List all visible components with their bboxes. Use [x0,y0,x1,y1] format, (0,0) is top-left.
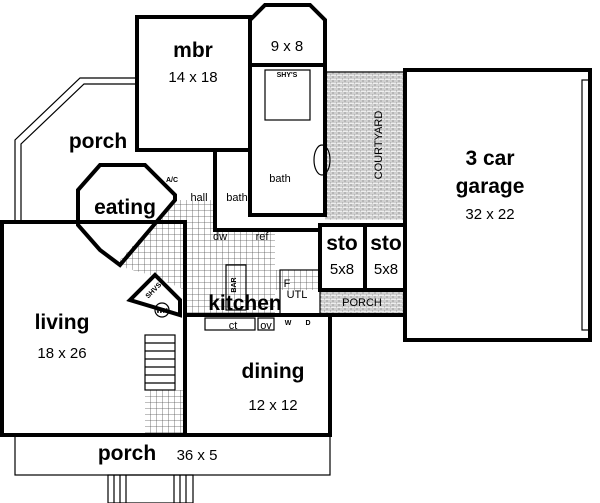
side-porch-label: porch [69,130,127,153]
master-bath-walls [248,63,327,217]
bar-label: BAR [231,277,238,292]
porch-small-floor [320,290,405,315]
garage-size: 32 x 22 [465,206,514,223]
dining-label: dining [242,360,305,383]
small-porch-label: PORCH [342,297,382,309]
oven-label: ov [260,320,272,332]
washer-label: W [285,320,292,327]
sto1-label: sto [326,232,358,255]
living-size: 18 x 26 [37,345,86,362]
dining-size: 12 x 12 [248,397,297,414]
counter-label: ct [229,320,238,332]
stair-landing [145,390,185,435]
dishwasher-label: dw [213,231,227,243]
sto1-size: 5x8 [330,261,354,278]
staircase [144,334,176,391]
garage-label-line2: garage [456,175,525,198]
bay-size: 9 x 8 [271,38,304,55]
hall-label: hall [190,192,207,204]
water-heater-label: WH [156,308,168,315]
ac-label: A/C [166,177,178,184]
refrigerator-label: ref [256,231,270,243]
front-porch-outline [14,434,331,476]
side-porch-outline [14,77,137,222]
front-porch-size: 36 x 5 [177,447,218,464]
garage-walls [403,68,592,342]
courtyard-floor [325,72,405,220]
eating-label: eating [94,196,156,219]
mbr-label: mbr [173,39,213,62]
courtyard-label: COURTYARD [373,111,385,180]
master-bath-label: bath [269,173,290,185]
mbr-size: 14 x 18 [168,69,217,86]
utility-label: UTL [287,289,308,301]
front-steps [107,474,194,503]
eating-walls [76,163,177,268]
garage-label-line1: 3 car [465,147,514,170]
kitchen-label: kitchen [208,292,282,315]
bay-walls [248,3,327,70]
living-label: living [35,311,90,334]
shelves-label: SHY'S [277,72,298,79]
dryer-label: D [305,320,310,327]
freezer-label: F [284,278,291,290]
front-porch-label: porch [98,442,156,465]
sto2-label: sto [370,232,402,255]
sto2-size: 5x8 [374,261,398,278]
small-bath-label: bath [226,192,247,204]
kitchen-floor [115,200,320,315]
